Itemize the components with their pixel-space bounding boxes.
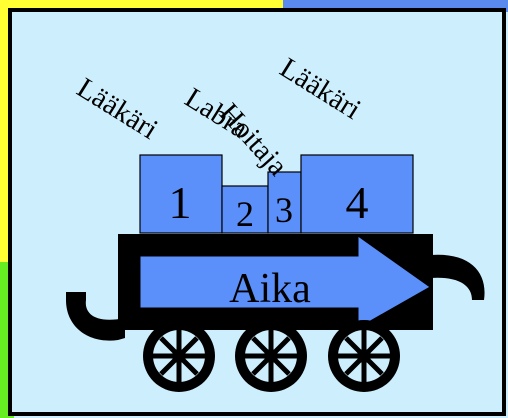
wheel-2 (235, 320, 307, 392)
wagon-number-1: 1 (169, 177, 192, 228)
wagon-number-2: 2 (236, 194, 254, 234)
wheel-3 (328, 320, 400, 392)
wagon-number-4: 4 (346, 177, 369, 228)
wheel-1 (143, 320, 215, 392)
time-arrow-label: Aika (229, 266, 311, 312)
wagon-number-3: 3 (275, 190, 293, 230)
